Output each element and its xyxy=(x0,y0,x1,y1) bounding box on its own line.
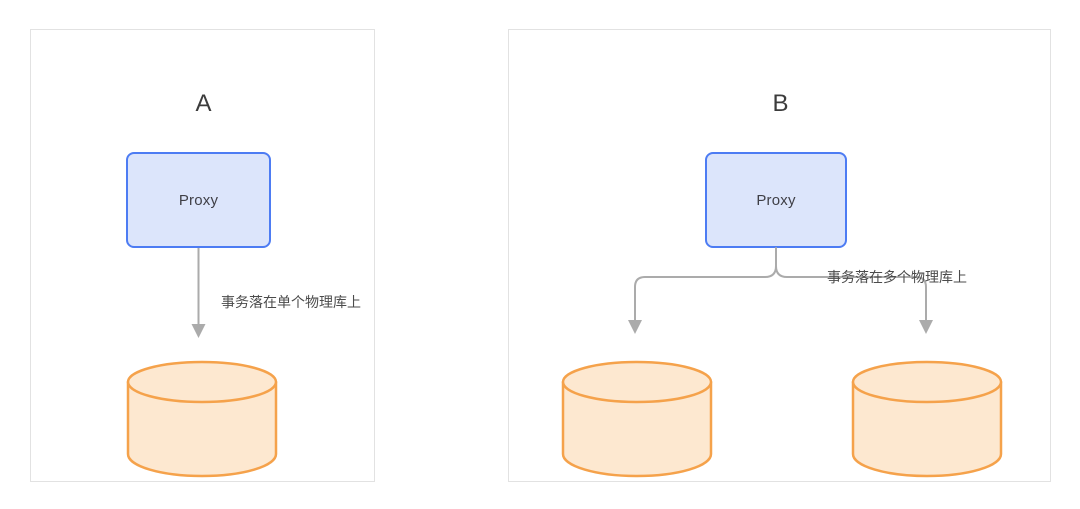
panel-b-title: B xyxy=(772,90,789,117)
proxy-node-b[interactable]: Proxy xyxy=(705,152,847,248)
database-node-b-right[interactable] xyxy=(851,360,1003,478)
proxy-node-a-label: Proxy xyxy=(178,191,219,209)
connector-b-branch-lines xyxy=(634,247,927,327)
panel-a-title: A xyxy=(195,90,212,117)
database-node-a-body xyxy=(126,380,278,478)
database-node-a[interactable] xyxy=(126,360,278,478)
edge-label-a: 事务落在单个物理库上 xyxy=(221,294,361,310)
database-node-b-left-body xyxy=(561,380,713,478)
proxy-node-a[interactable]: Proxy xyxy=(126,152,271,248)
proxy-node-b-label: Proxy xyxy=(756,191,796,209)
database-node-b-left[interactable] xyxy=(561,360,713,478)
panel-b: B Proxy 事务落在多个物理库上 xyxy=(508,29,1051,482)
database-node-b-left-top xyxy=(561,360,713,404)
database-node-b-right-body xyxy=(851,380,1003,478)
panel-a: A Proxy 事务落在单个物理库上 xyxy=(30,29,375,482)
connector-b-arrowhead-left xyxy=(628,320,642,334)
database-node-b-right-top xyxy=(851,360,1003,404)
connector-b-arrowhead-right xyxy=(919,320,933,334)
database-node-a-top xyxy=(126,360,278,404)
connector-a-arrowhead xyxy=(191,324,206,338)
edge-label-b: 事务落在多个物理库上 xyxy=(827,269,967,285)
